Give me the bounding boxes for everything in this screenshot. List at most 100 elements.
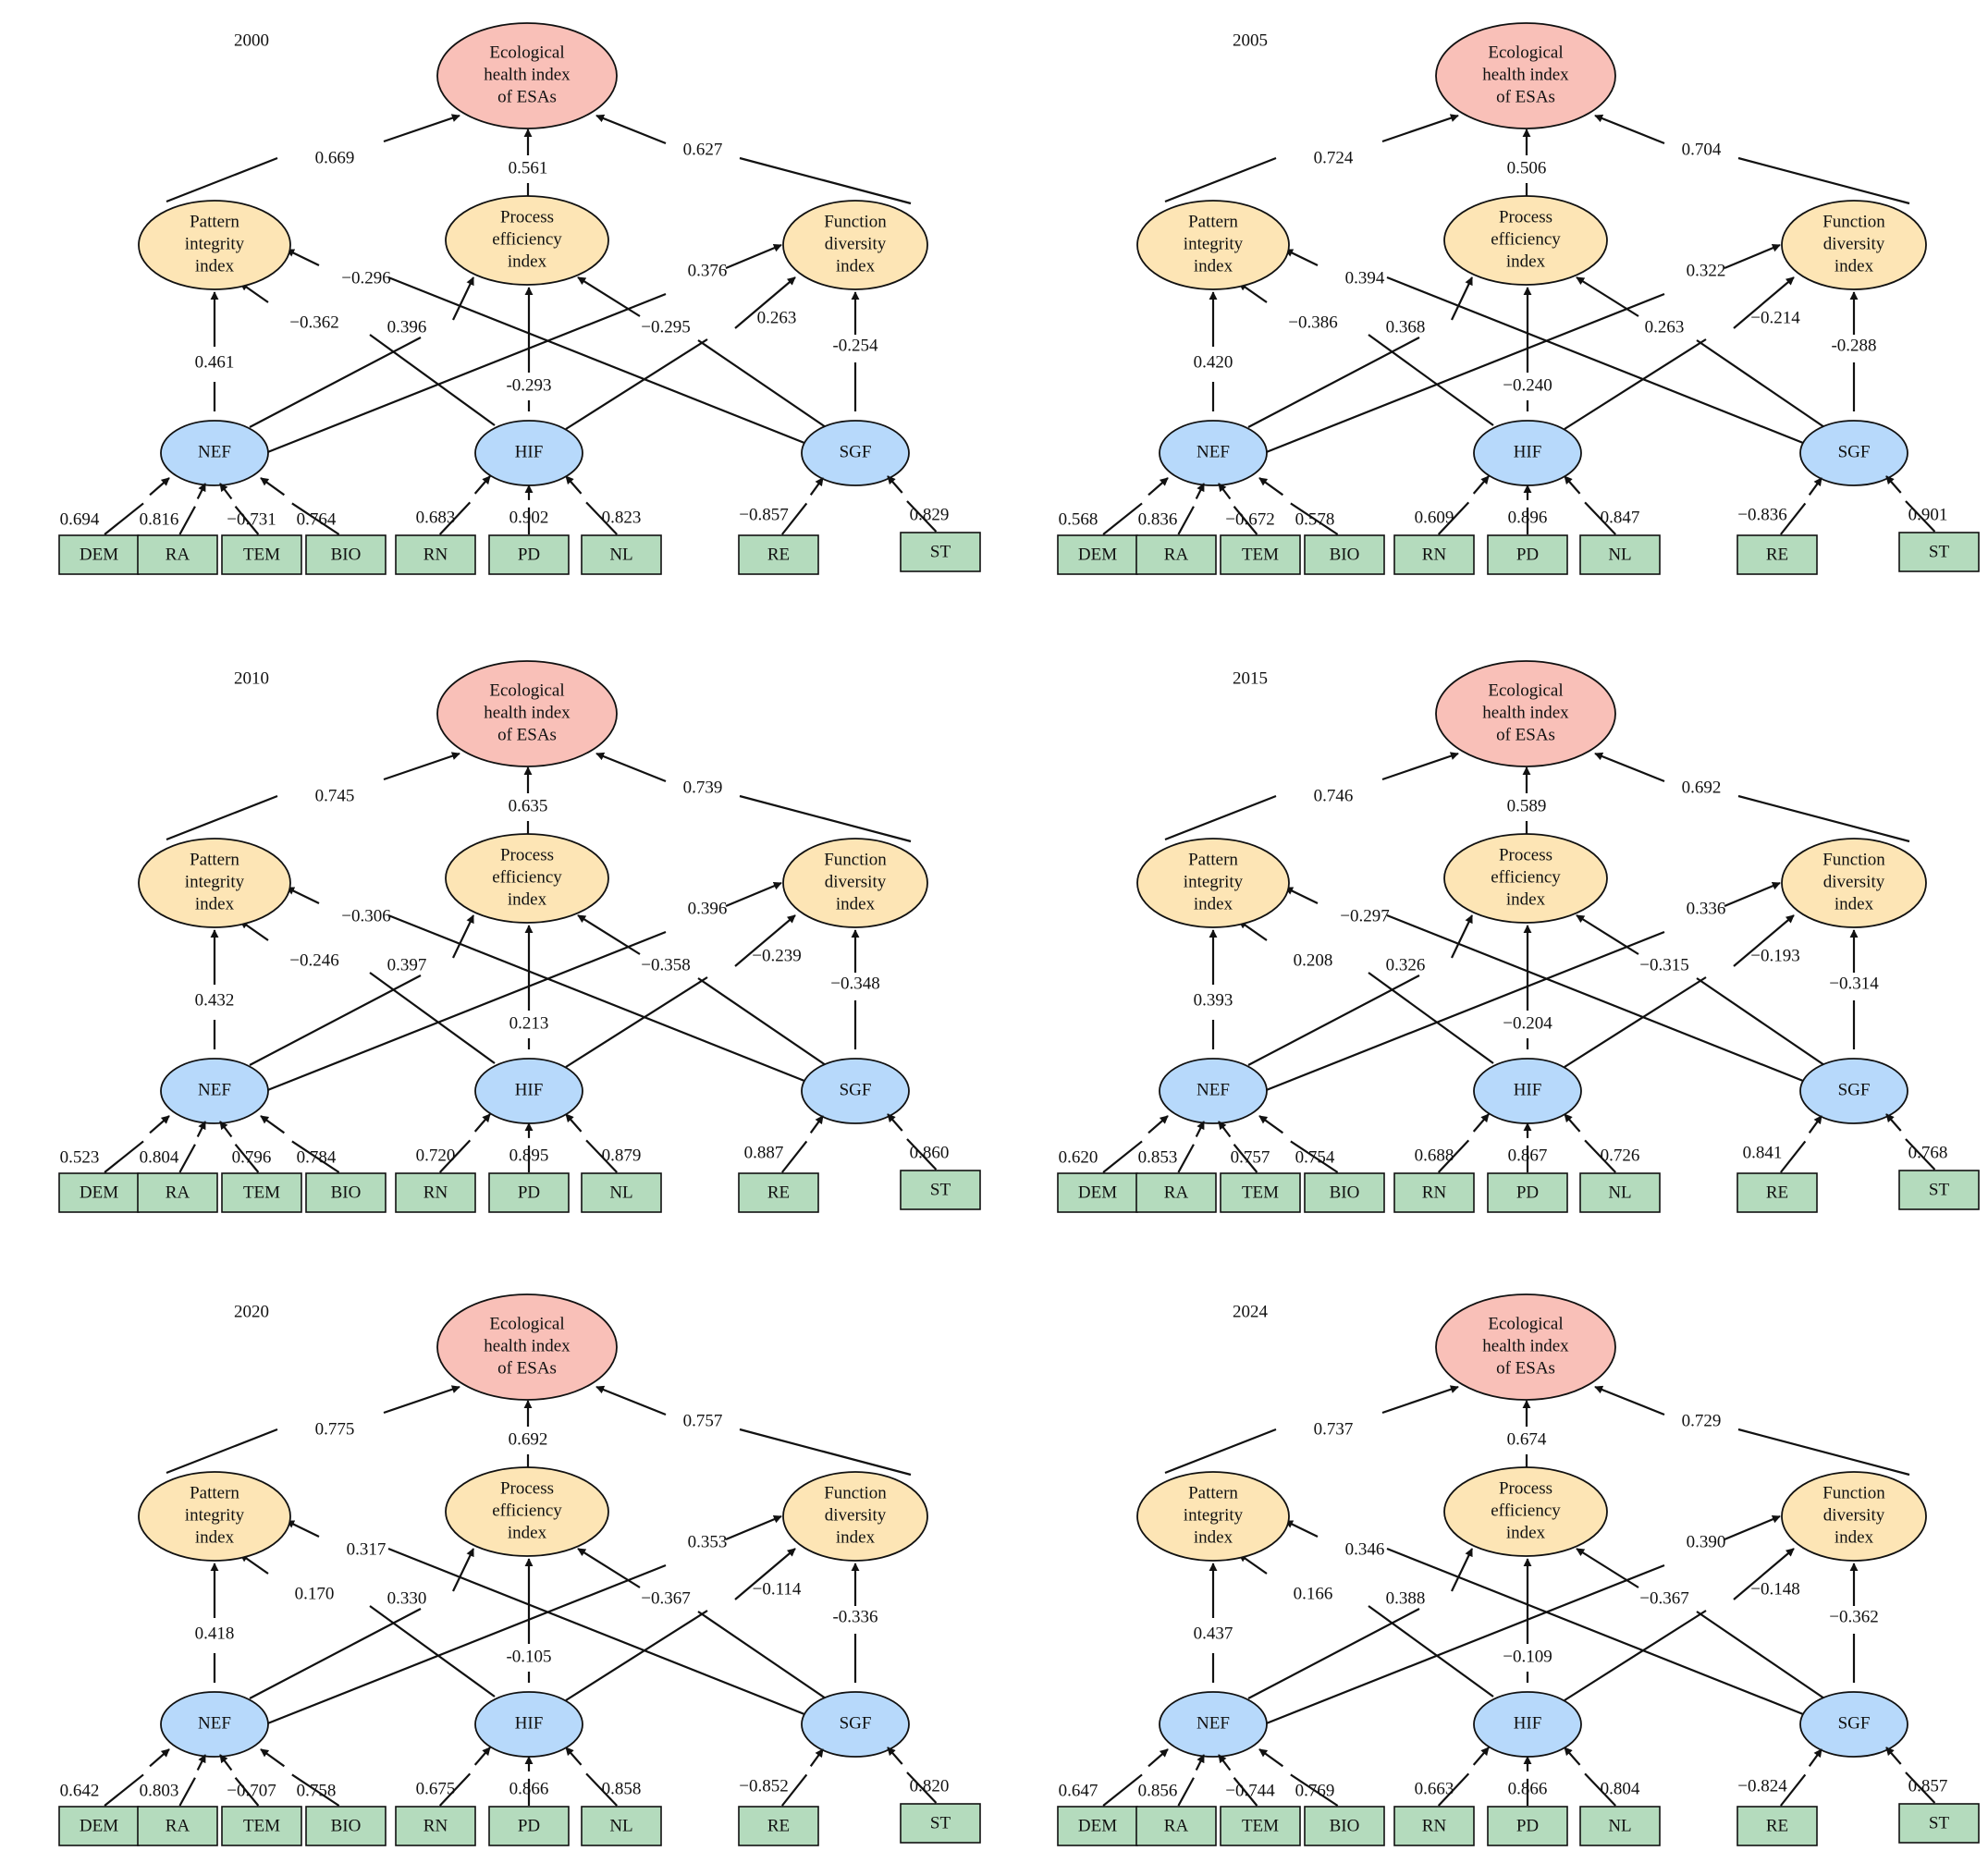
connector-bio-a [1290,1773,1339,1807]
ecological-health-node [436,22,618,129]
path-re-to-factor [1808,1748,1822,1767]
path-sgf-to-pattern [286,1520,320,1538]
path-re-to-factor [809,477,824,496]
connector-nef-function-a [1263,1563,1665,1726]
function-diversity-label-line-2: diversity [1823,1505,1885,1525]
measure-box-rn [1393,1806,1475,1846]
measure-label-re: RE [767,545,790,564]
measure-box-pd [1487,534,1568,575]
connector-function-eco-a [739,156,912,205]
nef-label: NEF [1196,1713,1230,1733]
panel-2015: 20150.7460.5890.6920.393−0.204−0.3140.32… [1057,660,1980,1213]
process-efficiency-label-line-1: Process [500,207,554,227]
path-st-to-factor [887,1113,903,1132]
loading-bio: 0.764 [297,509,337,529]
path-hif-to-function [734,276,796,329]
connector-re-a [1779,1773,1807,1807]
hif-label: HIF [515,442,544,461]
measure-box-bio [1304,534,1385,575]
loading-bio: 0.784 [297,1147,337,1167]
function-diversity-label-line-1: Function [824,850,887,869]
connector-hif-pattern-a [369,1605,496,1698]
measure-box-st [1898,532,1980,572]
function-diversity-node [1781,838,1927,928]
measure-box-rn [395,1806,476,1846]
path-sgf-to-process [1576,1548,1639,1588]
loading-re: −0.824 [1737,1776,1787,1796]
connector-sgf-process-a [697,339,827,428]
loading-re: −0.857 [739,505,788,524]
process-efficiency-node [445,195,609,286]
pattern-integrity-node [1136,838,1290,928]
measure-box-nl [581,1806,662,1846]
function-diversity-label-line-1: Function [824,1483,887,1502]
coef-hif-to-process: 0.213 [509,1013,549,1033]
measure-label-dem: DEM [80,1816,118,1835]
path-tem-to-factor [219,483,233,500]
sgf-node [801,1691,910,1758]
path-nef-to-process [1451,914,1473,959]
coef-process-to-eco: 0.674 [1507,1429,1547,1449]
function-diversity-node [782,838,928,928]
measure-box-ra [137,1172,218,1213]
connector-nl-a [585,1139,618,1173]
panel-2005: 20050.7240.5060.7040.420−0.240-0.2880.36… [1057,22,1980,575]
loading-pd: 0.866 [1508,1779,1548,1798]
measure-label-pd: PD [518,1183,540,1202]
measure-label-re: RE [1766,1816,1788,1835]
measure-label-st: ST [1929,1180,1950,1199]
pattern-integrity-label-line-1: Pattern [190,212,239,231]
function-diversity-node [1781,200,1927,290]
measure-label-bio: BIO [1330,545,1360,564]
loading-st: 0.857 [1908,1776,1948,1796]
process-efficiency-label-line-1: Process [1499,207,1552,227]
path-re-to-factor [809,1115,824,1134]
process-efficiency-node [1443,195,1608,286]
loading-tem: 0.796 [232,1147,272,1167]
connector-hif-pattern-a [1368,1605,1494,1698]
coef-nef-to-pattern: 0.393 [1194,990,1233,1010]
measure-label-bio: BIO [1330,1183,1360,1202]
process-efficiency-node [1443,833,1608,924]
pattern-integrity-label-line-2: integrity [185,1505,245,1525]
path-nl-to-factor [565,475,583,495]
sgf-label: SGF [840,442,872,461]
ecological-health-label-line-3: of ESAs [497,725,557,744]
loading-tem: −0.707 [227,1781,276,1800]
coef-sgf-to-pattern: 0.317 [347,1539,387,1559]
path-sgf-to-pattern [286,887,320,904]
measure-box-re [738,534,819,575]
loading-dem: 0.694 [60,509,100,529]
path-bio-to-factor [1258,1748,1284,1768]
loading-nl: 0.823 [602,508,642,527]
loading-st: 0.860 [910,1143,950,1162]
sgf-node [801,420,910,486]
connector-tem-a [234,1144,260,1173]
measure-label-nl: NL [609,1816,632,1835]
nef-node [1159,1691,1268,1758]
measure-box-st [1898,1803,1980,1844]
connector-rn-a [1437,1139,1470,1173]
measure-label-ra: RA [1164,1183,1189,1202]
coef-hif-to-process: −0.204 [1503,1013,1552,1033]
ecological-health-label-line-3: of ESAs [1496,725,1555,744]
measure-box-ra [1135,1172,1217,1213]
path-pattern-to-eco [1381,1385,1459,1415]
path-rn-to-factor [1472,475,1490,495]
coef-sgf-to-process: 0.263 [1645,317,1685,337]
path-nl-to-factor [565,1747,583,1766]
coef-pattern-to-eco: 0.745 [315,786,355,805]
pattern-integrity-label-line-2: integrity [1184,1505,1244,1525]
pattern-integrity-label-line-3: index [1194,1527,1233,1547]
function-diversity-label-line-1: Function [1822,850,1885,869]
measure-label-dem: DEM [1078,545,1117,564]
connector-re-a [780,1773,808,1807]
coef-hif-to-process: -0.293 [506,375,551,395]
sgf-label: SGF [840,1713,872,1733]
process-efficiency-label-line-1: Process [500,845,554,864]
path-nef-to-process [452,276,474,321]
coef-process-to-eco: 0.589 [1507,796,1547,815]
path-pattern-to-eco [383,752,460,781]
connector-hif-function-a [1564,1610,1707,1701]
coef-process-to-eco: 0.561 [509,158,548,178]
